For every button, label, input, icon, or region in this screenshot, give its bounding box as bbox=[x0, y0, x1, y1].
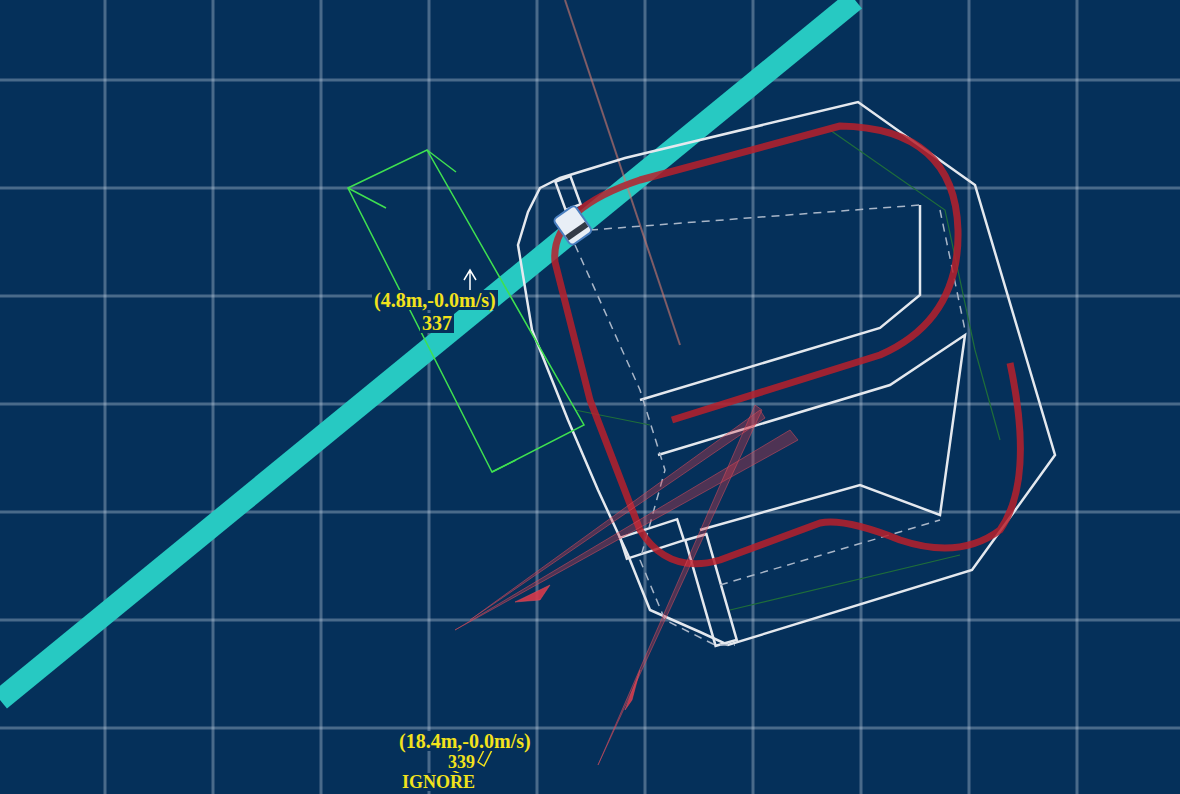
obstacle-distance-speed: (4.8m,-0.0m/s) bbox=[372, 290, 498, 310]
obstacle-box bbox=[348, 150, 584, 472]
obstacle-distance-speed: (18.4m,-0.0m/s) bbox=[397, 731, 533, 751]
obstacle-id: 339 bbox=[446, 753, 477, 771]
obstacle-status: IGNORE bbox=[400, 773, 477, 791]
ego-vehicle bbox=[553, 205, 593, 246]
lane-dashes bbox=[575, 205, 965, 645]
reference-line bbox=[0, 0, 855, 700]
obstacle-predictions bbox=[455, 405, 798, 765]
road-boundaries bbox=[518, 102, 1055, 646]
planned-route bbox=[555, 126, 1021, 564]
obstacle-id: 337 bbox=[420, 313, 454, 333]
